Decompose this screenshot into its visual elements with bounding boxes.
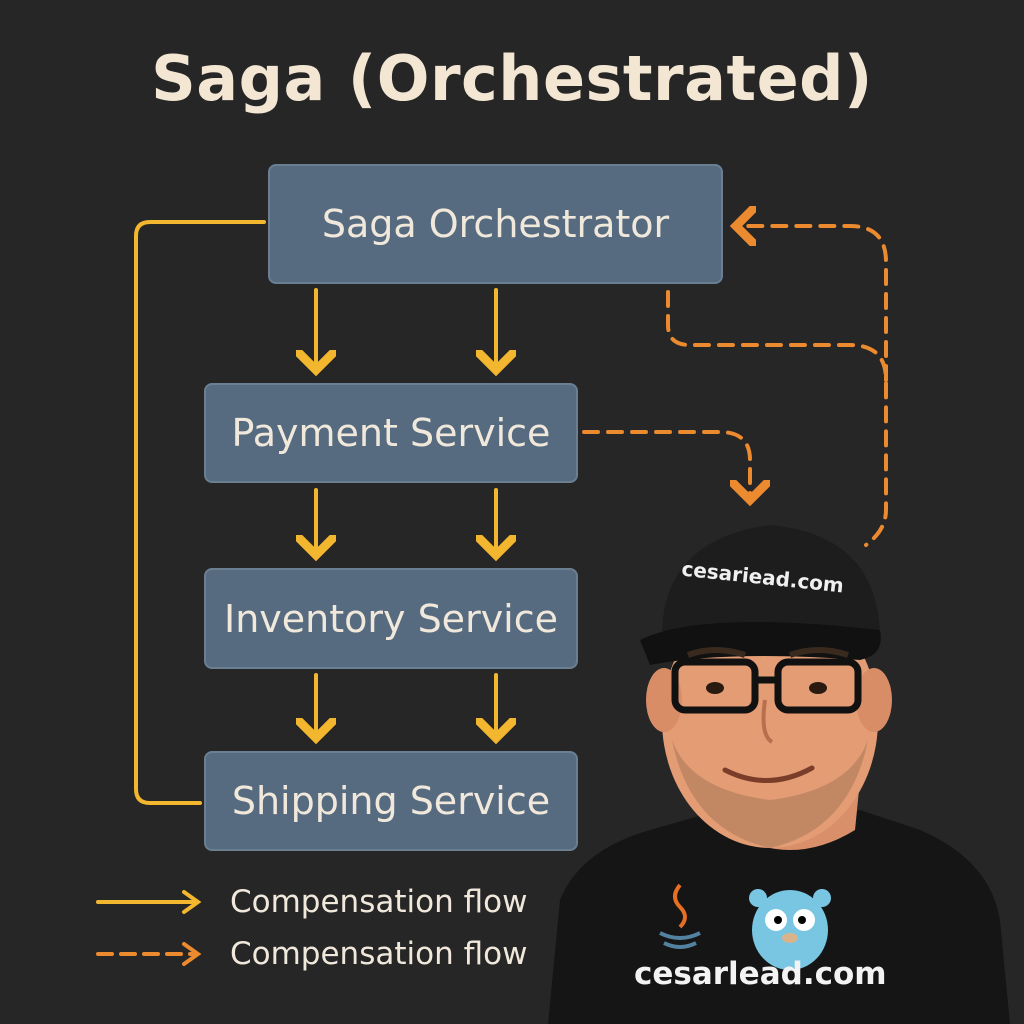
dashed-orchestrator-loop [666, 290, 888, 547]
legend-dashed: Compensation flow [96, 936, 527, 972]
inventory-service-node: Inventory Service [204, 568, 578, 669]
compensation-arrows [582, 226, 888, 547]
diagram-title: Saga (Orchestrated) [151, 42, 873, 115]
inventory-label: Inventory Service [223, 596, 559, 641]
smile [722, 765, 815, 783]
glasses-icon [671, 658, 862, 714]
orchestrator-label: Saga Orchestrator [321, 202, 670, 246]
beard [672, 740, 868, 848]
cap-crown [661, 525, 880, 640]
legend-solid-label: Compensation flow [230, 884, 528, 920]
shipping-label: Shipping Service [231, 779, 551, 823]
dashed-payment-to-avatar [582, 430, 750, 500]
legend-solid: Compensation flow [96, 884, 527, 920]
saga-orchestrator-node: Saga Orchestrator [268, 164, 723, 284]
right-ear [856, 668, 892, 732]
payment-label: Payment Service [231, 411, 551, 455]
legend-solid-arrow-icon [96, 890, 202, 914]
legend-dashed-arrow-icon [96, 942, 202, 966]
legend-dashed-label: Compensation flow [230, 936, 528, 972]
right-eyebrow [788, 647, 849, 658]
shipping-service-node: Shipping Service [204, 751, 578, 851]
shirt-text: cesarlead.com [634, 956, 887, 992]
nose [761, 699, 774, 744]
java-icon [659, 883, 701, 949]
go-gopher-icon [749, 889, 831, 970]
solid-loop-shipping-orchestrator [134, 220, 266, 805]
left-eye [706, 682, 724, 694]
payment-service-node: Payment Service [204, 383, 578, 483]
forward-arrows [134, 220, 496, 805]
right-eye [809, 682, 827, 694]
dashed-return-to-orchestrator [736, 226, 888, 382]
left-eyebrow [686, 647, 746, 658]
